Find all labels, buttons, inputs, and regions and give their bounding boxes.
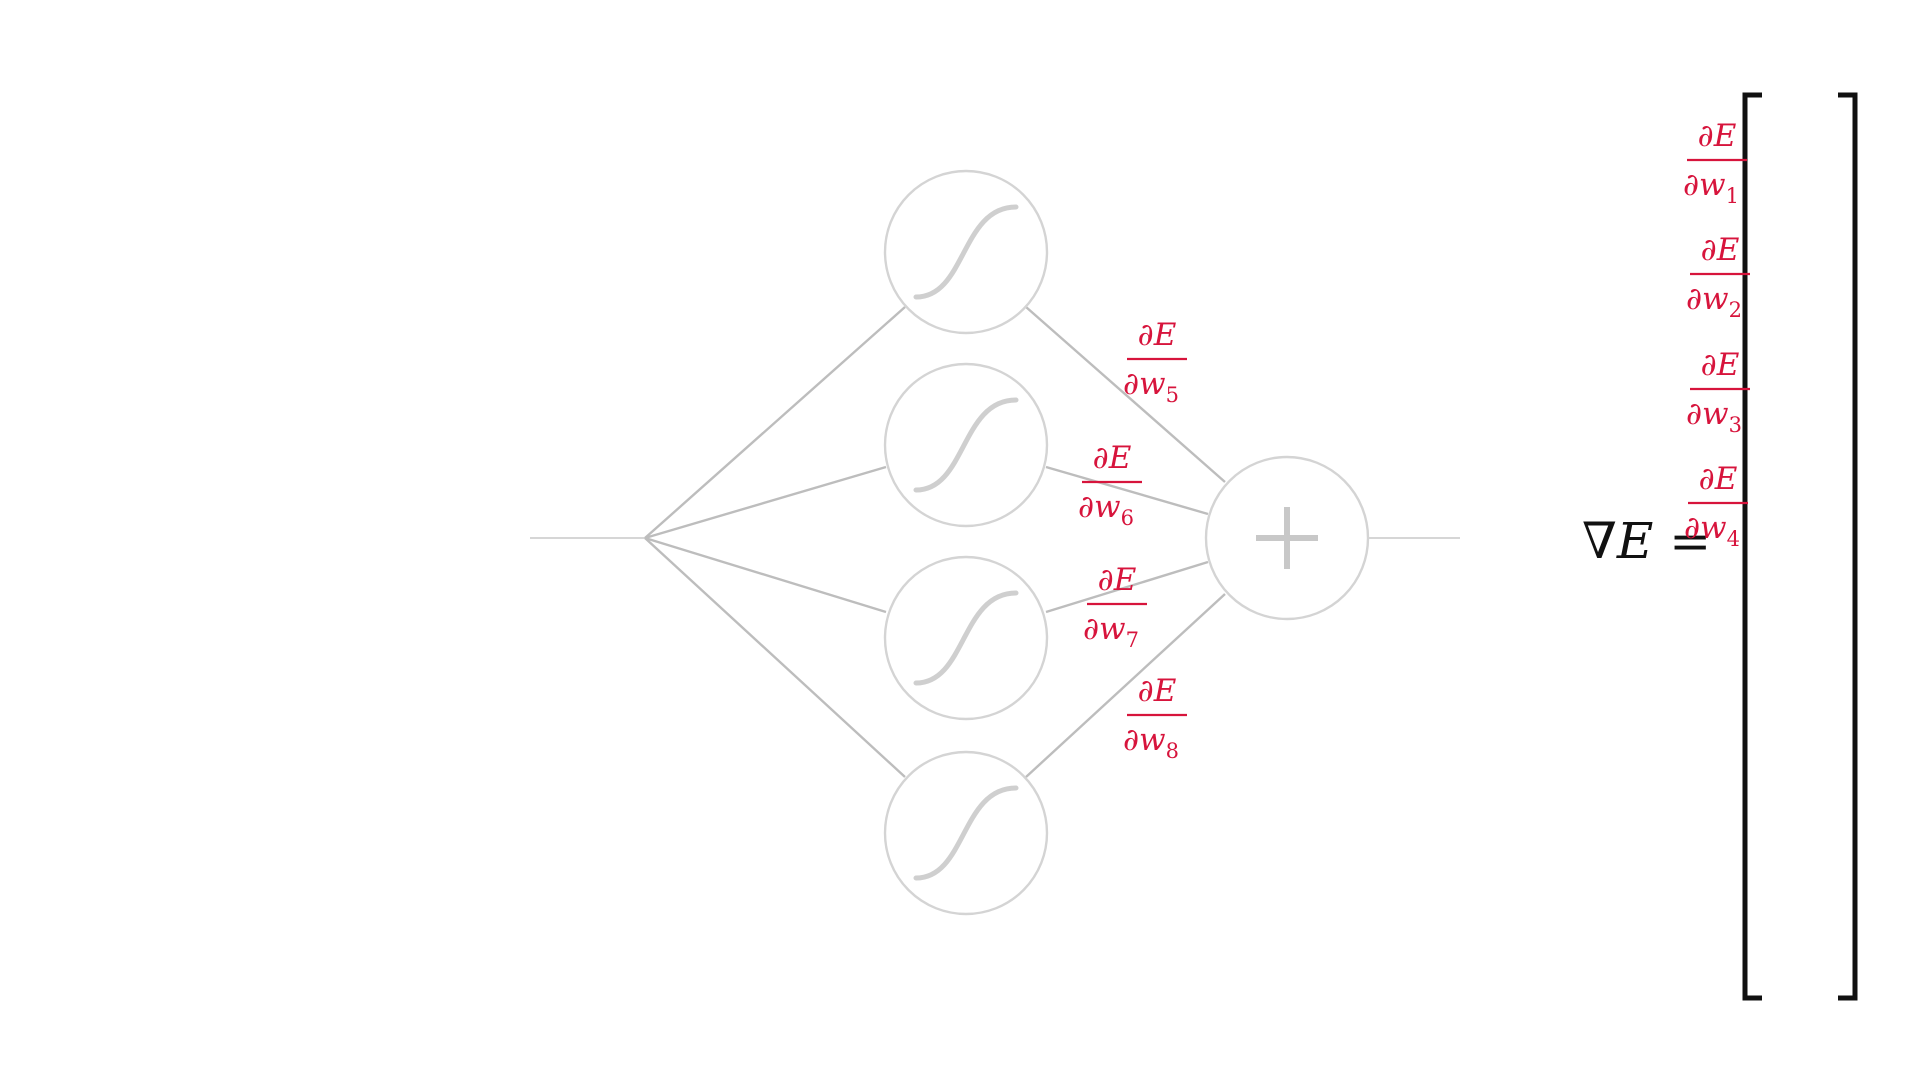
hidden-neuron-4 (883, 750, 1049, 916)
fraction-numerator: ∂E (1138, 317, 1177, 353)
fraction-denominator: ∂w7 (1083, 611, 1139, 652)
subscript: 5 (1166, 383, 1179, 407)
gradient-label-w5: ∂E ∂w5 (1123, 317, 1187, 407)
left-bracket (1742, 92, 1762, 1001)
subscript: 4 (1727, 527, 1740, 551)
edge-w8 (1025, 593, 1226, 778)
subscript: 7 (1126, 628, 1139, 652)
fraction-numerator: ∂E (1093, 440, 1132, 476)
edge-input-hidden-3 (644, 536, 887, 614)
fraction-numerator: ∂E (1701, 347, 1740, 383)
edge-w6 (1045, 465, 1209, 516)
vector-entry-w4: ∂E ∂w4 (1684, 461, 1748, 551)
fraction-numerator: ∂E (1699, 461, 1738, 497)
fraction-numerator: ∂E (1138, 673, 1177, 709)
gradient-vector-label: ∇E = (1582, 512, 1711, 570)
edge-input-hidden-4 (644, 537, 906, 778)
subscript: 6 (1121, 506, 1134, 530)
subscript: 2 (1729, 298, 1742, 322)
edge-w7 (1045, 560, 1209, 614)
fraction-numerator: ∂E (1701, 232, 1740, 268)
subscript: 3 (1729, 413, 1742, 437)
fraction-denominator: ∂w4 (1684, 510, 1740, 551)
vector-entry-w1: ∂E ∂w1 (1683, 118, 1747, 208)
sigmoid-icon (913, 785, 1019, 881)
gradient-label-w7: ∂E ∂w7 (1083, 562, 1147, 652)
fraction-denominator: ∂w3 (1686, 396, 1742, 437)
hidden-neuron-3 (883, 555, 1049, 721)
fraction-denominator: ∂w1 (1683, 167, 1739, 208)
fraction-numerator: ∂E (1098, 562, 1137, 598)
edge-w5 (1025, 306, 1226, 483)
gradient-label-w8: ∂E ∂w8 (1123, 673, 1187, 763)
gradient-label-w6: ∂E ∂w6 (1078, 440, 1142, 530)
subscript: 8 (1166, 739, 1179, 763)
hidden-neuron-1 (883, 169, 1049, 335)
fraction-denominator: ∂w2 (1686, 281, 1742, 322)
fraction-denominator: ∂w6 (1078, 489, 1134, 530)
output-neuron (1204, 455, 1370, 621)
right-bracket (1838, 92, 1858, 1001)
sigmoid-icon (913, 590, 1019, 686)
sigmoid-icon (913, 397, 1019, 493)
fraction-denominator: ∂w5 (1123, 366, 1179, 407)
sigmoid-icon (913, 204, 1019, 300)
subscript: 1 (1726, 184, 1739, 208)
fraction-numerator: ∂E (1698, 118, 1737, 154)
hidden-neuron-2 (883, 362, 1049, 528)
vector-entry-w3: ∂E ∂w3 (1686, 347, 1750, 437)
fraction-denominator: ∂w8 (1123, 722, 1179, 763)
edge-input-hidden-1 (644, 306, 906, 539)
vector-entry-w2: ∂E ∂w2 (1686, 232, 1750, 322)
plus-icon (1256, 507, 1318, 569)
edge-input-hidden-2 (644, 465, 887, 540)
